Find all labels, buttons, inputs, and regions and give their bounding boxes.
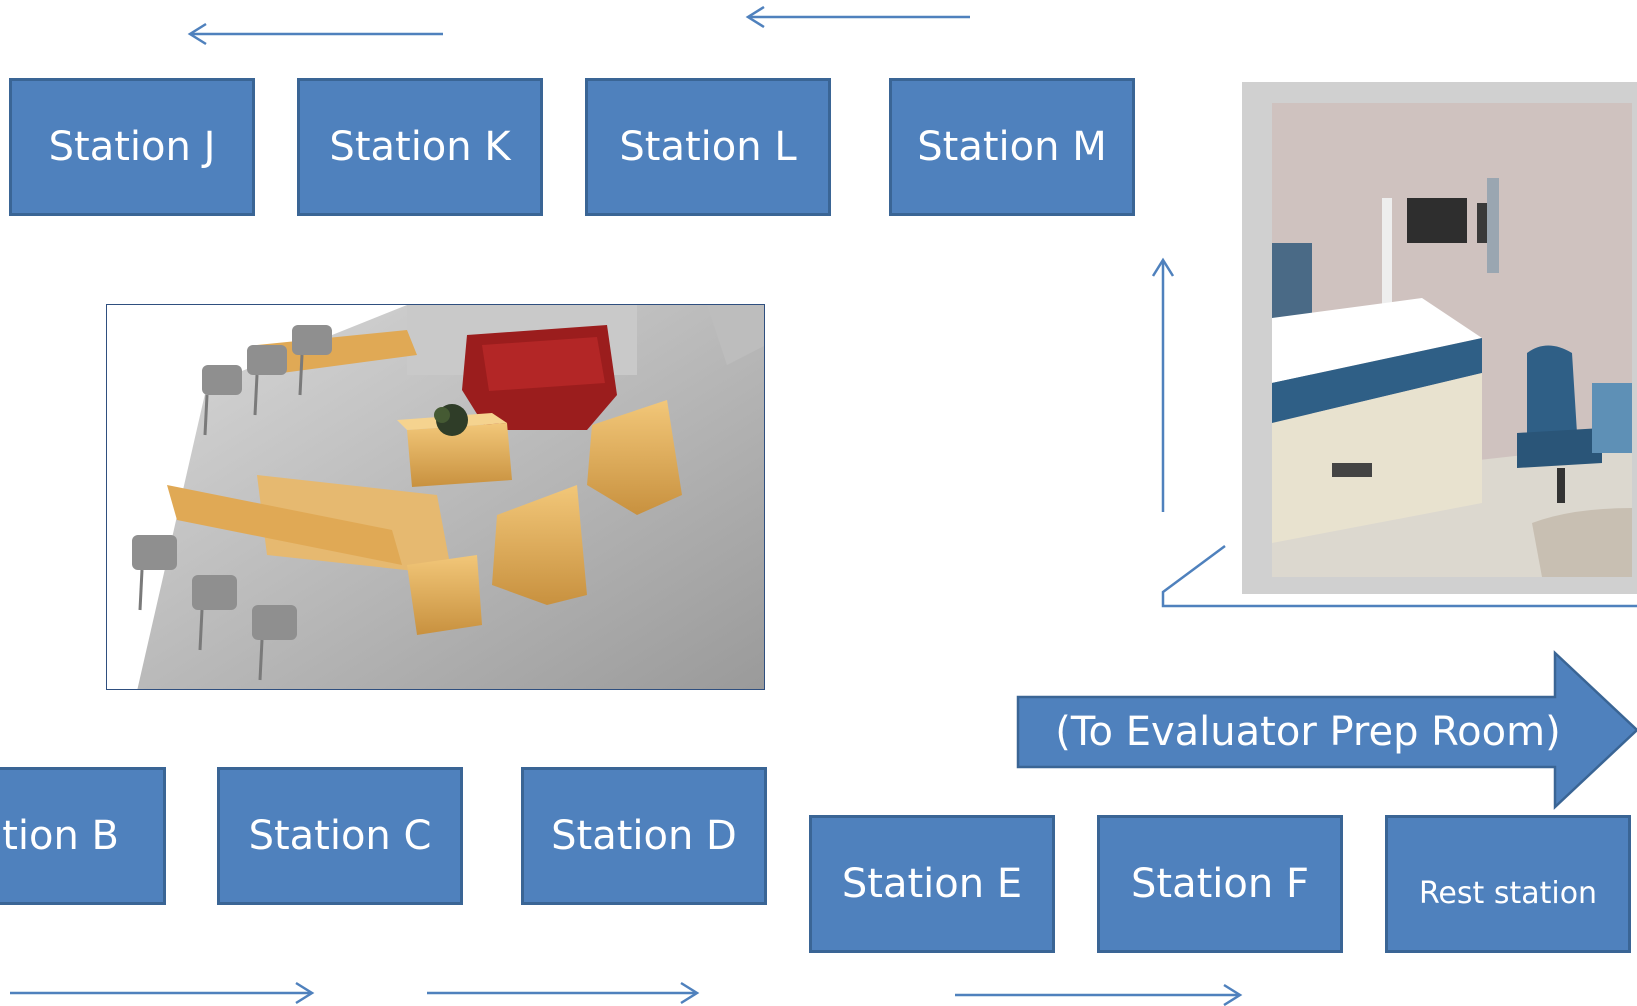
flow-arrow-top-left xyxy=(187,22,443,46)
station-m: Station M xyxy=(889,78,1135,216)
prep-room-label: (To Evaluator Prep Room) xyxy=(1055,709,1561,755)
station-k: Station K xyxy=(297,78,543,216)
station-d: Station D xyxy=(521,767,767,905)
flow-arrow-bottom-1 xyxy=(10,981,315,1005)
station-b: Station B xyxy=(0,767,166,905)
station-f: Station F xyxy=(1097,815,1343,953)
station-e: Station E xyxy=(809,815,1055,953)
exam-room-image xyxy=(1272,103,1632,577)
rest-station: Rest station xyxy=(1385,815,1631,953)
flow-arrow-up xyxy=(1151,257,1175,512)
flow-arrow-bottom-3 xyxy=(955,983,1243,1006)
station-l: Station L xyxy=(585,78,831,216)
prep-room-block-arrow xyxy=(1016,650,1637,810)
station-j: Station J xyxy=(9,78,255,216)
station-c: Station C xyxy=(217,767,463,905)
flow-arrow-bottom-2 xyxy=(427,981,700,1005)
waiting-lounge-image xyxy=(106,304,765,690)
flow-arrow-top-middle xyxy=(745,5,970,29)
flow-connector xyxy=(1161,544,1637,608)
